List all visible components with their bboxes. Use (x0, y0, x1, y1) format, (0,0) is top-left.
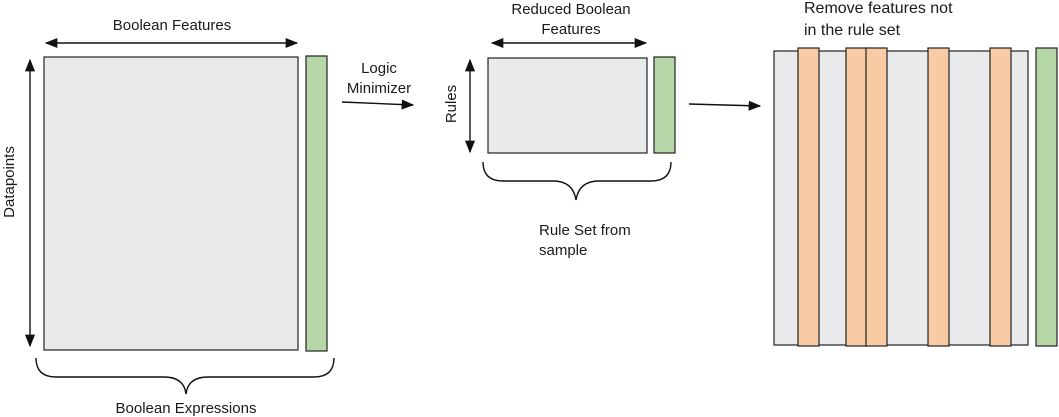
filtered-label-column (1035, 47, 1058, 347)
datapoints-label: Datapoints (1, 146, 18, 218)
reduced-label-line1: Reduced Boolean (511, 1, 630, 18)
rule-set-curly-brace-icon (482, 161, 672, 201)
panel-full-matrix: Boolean Features Datapoints Boolean Expr… (1, 17, 335, 417)
kept-feature-column (845, 47, 868, 347)
kept-feature-column (989, 47, 1012, 347)
panel-filtered-matrix: Remove features not in the rule set (773, 0, 1058, 347)
reduced-label-line2: Features (541, 21, 600, 38)
reduced-label-column (653, 56, 676, 154)
feature-matrix (43, 56, 299, 351)
kept-feature-column (865, 47, 888, 347)
boolean-expressions-label: Boolean Expressions (116, 400, 257, 417)
rule-set-label-line1: Rule Set from (539, 222, 631, 239)
remove-features-label-line2: in the rule set (804, 22, 901, 39)
expressions-curly-brace-icon (35, 357, 335, 395)
boolean-features-label: Boolean Features (113, 17, 231, 34)
logic-minimizer-step: Logic Minimizer (341, 60, 415, 110)
rules-label: Rules (443, 85, 460, 123)
minimizer-label: Minimizer (347, 80, 411, 97)
minimizer-arrow-right-icon (341, 99, 415, 110)
kept-feature-column (927, 47, 950, 347)
rule-set-label-line2: sample (539, 242, 587, 259)
panel-reduced-matrix: Reduced Boolean Features Rules Rule Set … (443, 1, 676, 259)
kept-feature-column (797, 47, 820, 347)
logic-label: Logic (361, 60, 397, 77)
filter-arrow-right-icon (688, 100, 762, 111)
remove-features-label-line1: Remove features not (804, 0, 953, 17)
reduced-matrix (487, 57, 648, 154)
label-column (305, 55, 328, 352)
